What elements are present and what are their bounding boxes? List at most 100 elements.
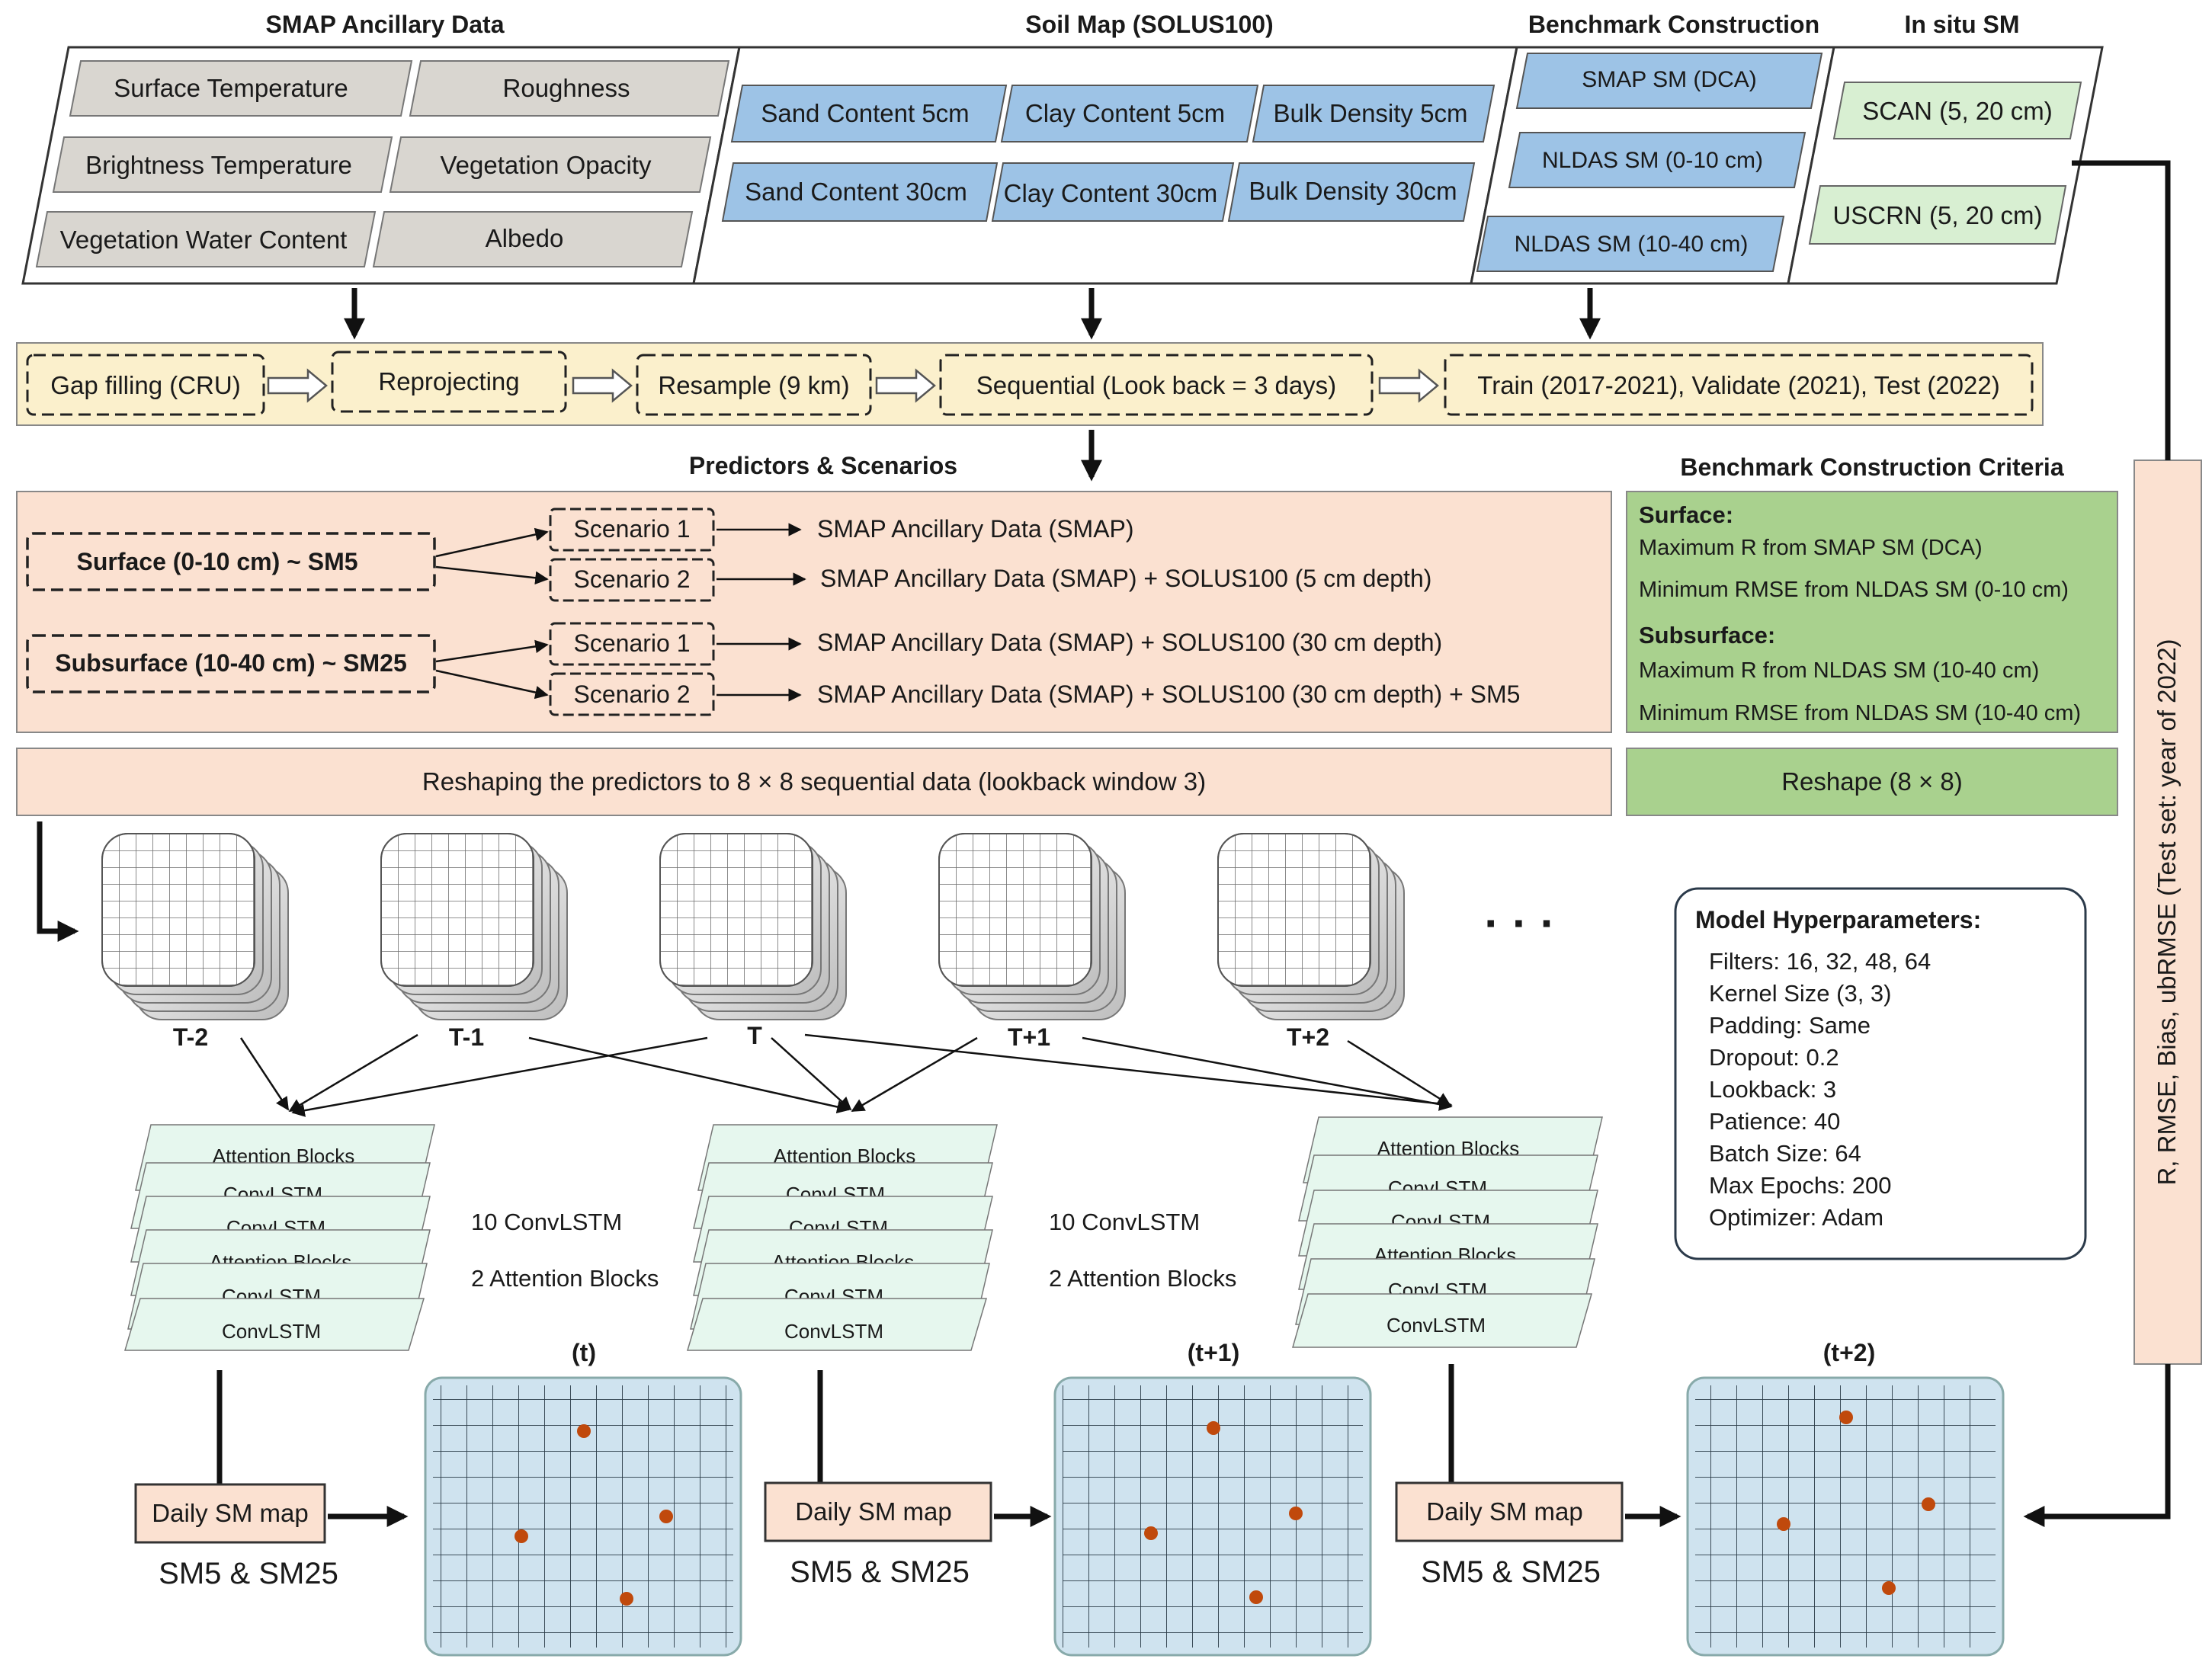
model-stack-c: Attention Blocks ConvLSTM ConvLSTM Atten… [1292, 1116, 1603, 1348]
pipeline-step-label: Reprojecting [378, 367, 519, 395]
cube-stack-t+1 [938, 833, 1126, 1020]
model-layer-label: ConvLSTM [784, 1320, 883, 1343]
connector-arrow [528, 1036, 851, 1114]
cube-stack-t [659, 833, 847, 1020]
scenario-label: Scenario 2 [574, 565, 691, 593]
daily-map-box [134, 1483, 326, 1544]
insitu-to-metrics-line [2072, 160, 2171, 460]
station-dot [577, 1424, 591, 1438]
model-layer-label: ConvLSTM [1387, 1314, 1486, 1337]
reshape-to-cubes-arrow [37, 821, 79, 942]
pipeline-step-label: Train (2017-2021), Validate (2021), Test… [1477, 371, 1999, 399]
criteria-text: Maximum R from NLDAS SM (10-40 cm) [1639, 658, 2039, 683]
connector-arrow [239, 1037, 290, 1111]
smap-item-box [69, 60, 413, 117]
bench-item-label: NLDAS SM (10-40 cm) [1515, 232, 1749, 257]
criteria-text: Maximum R from SMAP SM (DCA) [1639, 536, 1983, 560]
model-layer-label: ConvLSTM [222, 1320, 321, 1343]
model-summary-text: 10 ConvLSTM [1049, 1209, 1200, 1235]
smap-item-box [35, 211, 377, 267]
hyperparameter-line: Dropout: 0.2 [1709, 1044, 1839, 1071]
section-title-soil: Soil Map (SOLUS100) [1025, 11, 1273, 38]
connector-arrow [435, 669, 549, 700]
criteria-text: Minimum RMSE from NLDAS SM (10-40 cm) [1639, 701, 2081, 725]
scenario-desc: SMAP Ancillary Data (SMAP) + SOLUS100 (3… [817, 680, 1520, 708]
map-title: (t+1) [1188, 1339, 1239, 1366]
pipeline-step-box [1444, 354, 2034, 416]
model-layer [123, 1298, 425, 1351]
bench-item-label: SMAP SM (DCA) [1582, 67, 1756, 92]
section-title-predictors: Predictors & Scenarios [689, 452, 957, 479]
connector-arrow [435, 565, 549, 584]
station-dot [1882, 1581, 1896, 1595]
soil-item-label: Bulk Density 30cm [1249, 177, 1457, 205]
daily-map-label: Daily SM map [152, 1499, 308, 1527]
bench-item-box [1476, 216, 1785, 272]
soil-item-label: Bulk Density 5cm [1274, 99, 1468, 127]
section-title-bench: Benchmark Construction [1528, 11, 1819, 38]
station-dot [1207, 1421, 1220, 1435]
time-label: T [747, 1022, 762, 1049]
smap-item-label: Vegetation Opacity [440, 151, 652, 179]
scenario-label: Scenario 1 [574, 629, 691, 657]
station-dot [1839, 1411, 1853, 1424]
scenario-desc: SMAP Ancillary Data (SMAP) + SOLUS100 (3… [817, 629, 1442, 656]
scenario-box [549, 622, 715, 666]
smap-item-box [409, 60, 730, 117]
criteria-surface-heading: Surface: [1639, 501, 1733, 528]
station-dot [1289, 1507, 1303, 1520]
connector-arrow [288, 1033, 418, 1113]
hollow-arrow-icon [572, 368, 633, 403]
cube-stacks [101, 833, 1405, 1020]
soil-item-box [1252, 85, 1496, 143]
hyperparameter-line: Optimizer: Adam [1709, 1204, 1883, 1231]
pipeline-step-box [26, 354, 265, 416]
surface-label: Surface (0-10 cm) ~ SM5 [76, 548, 357, 575]
pipeline-step-box [939, 354, 1374, 416]
insitu-item-box [1808, 185, 2067, 245]
connector-arrow [851, 1036, 978, 1113]
pipeline-arrows [267, 368, 1439, 403]
pipeline-step-box [331, 351, 567, 413]
hollow-arrow-icon [875, 368, 936, 403]
cube-stack-t-2 [101, 833, 289, 1020]
station-dot [659, 1510, 673, 1523]
criteria-text: Minimum RMSE from NLDAS SM (0-10 cm) [1639, 578, 2069, 602]
time-label: T-1 [449, 1023, 484, 1051]
station-dot [1777, 1517, 1790, 1531]
station-dot [515, 1529, 528, 1543]
scenario-descriptions: SMAP Ancillary Data (SMAP) SMAP Ancillar… [817, 515, 1520, 708]
bench-item-box [1508, 132, 1806, 188]
model-stack-a: Attention Blocks ConvLSTM ConvLSTM Atten… [123, 1124, 435, 1351]
reshape-bench-box [1626, 748, 2118, 816]
insitu-items: SCAN (5, 20 cm) USCRN (5, 20 cm) [1808, 82, 2082, 245]
reshape-predictors-box [16, 748, 1612, 816]
daily-map-box [764, 1481, 992, 1542]
surface-box [26, 532, 436, 591]
model-summary-text: 10 ConvLSTM [471, 1209, 622, 1235]
soil-item-box [1227, 162, 1476, 222]
hyperparameter-line: Batch Size: 64 [1709, 1140, 1861, 1167]
time-label: T-2 [173, 1023, 208, 1051]
sm-label: SM5 & SM25 [159, 1557, 338, 1590]
soil-item-box [1000, 85, 1259, 143]
connector-arrow [435, 639, 549, 663]
scenario-box [549, 508, 715, 552]
scenario-label: Scenario 1 [574, 515, 691, 543]
reshape-predictors-label: Reshaping the predictors to 8 × 8 sequen… [422, 767, 1206, 796]
model-layer [686, 1298, 988, 1351]
subsurface-label: Subsurface (10-40 cm) ~ SM25 [55, 649, 407, 677]
scenario-desc: SMAP Ancillary Data (SMAP) [817, 515, 1134, 543]
sm-label: SM5 & SM25 [790, 1555, 970, 1589]
panel-down-arrows [344, 288, 1601, 340]
sm-labels: SM5 & SM25 SM5 & SM25 SM5 & SM25 [159, 1555, 1601, 1590]
hollow-arrow-icon [1378, 368, 1439, 403]
smap-item-label: Roughness [503, 74, 630, 102]
soil-item-label: Clay Content 5cm [1025, 99, 1225, 127]
sm-map-t [424, 1376, 742, 1657]
connector-arrow [291, 1036, 708, 1117]
insitu-item-label: SCAN (5, 20 cm) [1862, 97, 2052, 125]
insitu-item-box [1832, 82, 2082, 139]
time-label: T+1 [1008, 1023, 1050, 1051]
soil-items: Sand Content 5cm Clay Content 5cm Bulk D… [721, 85, 1496, 222]
